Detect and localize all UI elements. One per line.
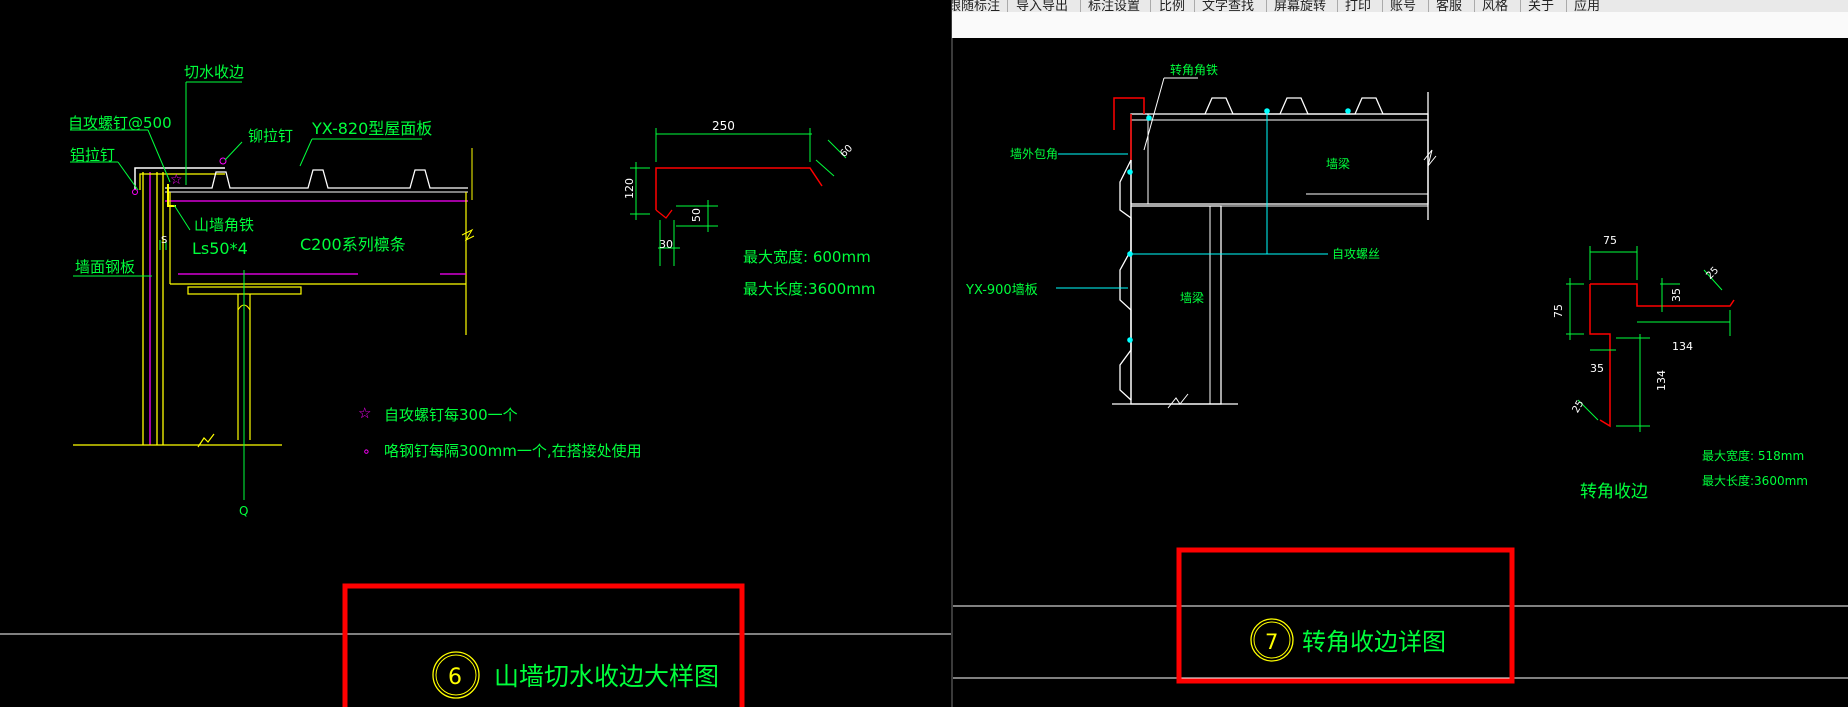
r-profile-dim-2: 75 <box>1552 304 1565 318</box>
r-profile-dim-5: 35 <box>1590 362 1604 375</box>
label-rivet-side: 铝拉钉 <box>70 146 115 164</box>
profile-max-width: 最大宽度: 600mm <box>743 248 871 266</box>
left-detail-drawing: ☆ 切水收边 自攻螺钉@500 铆拉钉 铝拉钉 YX-820型屋面板 山墙角铁 … <box>68 63 875 707</box>
screw-star-mark: ☆ <box>170 172 183 188</box>
legend-star-text: 自攻螺钉每300一个 <box>384 406 518 424</box>
profile-dim-3: 30 <box>659 238 673 251</box>
menu-item-account[interactable]: 账号 <box>1390 0 1417 12</box>
r-profile-max-length: 最大长度:3600mm <box>1702 473 1808 488</box>
label-self-tap-screw: 自攻螺钉@500 <box>68 114 172 132</box>
menu-item-style[interactable]: 风格 <box>1482 0 1509 12</box>
menu-item-follow-dim[interactable]: 跟随标注 <box>952 0 1001 12</box>
menu-item-rotate[interactable]: 屏幕旋转 <box>1274 0 1327 12</box>
title-6-number: 6 <box>448 665 462 690</box>
label-corner-angle: 转角角铁 <box>1170 62 1218 77</box>
menu-item-scale[interactable]: 比例 <box>1159 0 1186 12</box>
label-wall-panel-900: YX-900墙板 <box>965 283 1038 298</box>
label-cut-water-edge: 切水收边 <box>184 63 244 81</box>
legend-star-icon: ☆ <box>358 404 371 422</box>
label-screw: 自攻螺丝 <box>1332 247 1380 261</box>
legend-circle-icon: ∘ <box>362 444 371 460</box>
title-7-text: 转角收边详图 <box>1302 628 1446 656</box>
menu-item-apps[interactable]: 应用 <box>1574 0 1601 12</box>
label-gable-angle: 山墙角铁 <box>194 216 254 234</box>
label-outer-trim: 墙外包角 <box>1010 147 1058 161</box>
label-purlin: C200系列檩条 <box>300 235 406 254</box>
profile-dim-1: 120 <box>623 178 636 199</box>
r-profile-dim-4: 134 <box>1672 340 1693 353</box>
label-roof-panel: YX-820型屋面板 <box>311 119 432 138</box>
r-profile-dim-0: 75 <box>1603 234 1617 247</box>
menu-item-support[interactable]: 客服 <box>1436 0 1463 12</box>
highlight-box-6 <box>342 583 745 707</box>
label-wall-panel: 墙面钢板 <box>75 258 135 276</box>
menu-item-import-export[interactable]: 导入导出 <box>1016 0 1069 12</box>
menu-item-print[interactable]: 打印 <box>1345 0 1372 12</box>
label-beam-top: 墙梁 <box>1326 156 1350 171</box>
r-profile-caption: 转角收边 <box>1580 482 1648 502</box>
title-6-text: 山墙切水收边大样图 <box>494 662 719 691</box>
label-rivet-top: 铆拉钉 <box>248 127 293 145</box>
menu-item-text-search[interactable]: 文字查找 <box>1202 0 1255 12</box>
menu-item-dim-settings[interactable]: 标注设置 <box>1088 0 1141 12</box>
profile-dim-0: 250 <box>712 119 735 133</box>
r-profile-dim-6: 134 <box>1655 370 1668 391</box>
menu-bar: 跟随标注 导入导出 标注设置 比例 文字查找 屏幕旋转 打印 账号 客服 风格 … <box>952 0 1848 12</box>
legend-circle-text: 咯钢钉每隔300mm一个,在搭接处使用 <box>384 442 642 460</box>
title-7-number: 7 <box>1265 630 1278 654</box>
axis-marker: Q <box>239 504 248 518</box>
profile-max-length: 最大长度:3600mm <box>743 280 875 298</box>
label-beam-bottom: 墙梁 <box>1180 290 1204 305</box>
menu-item-about[interactable]: 关于 <box>1528 0 1555 12</box>
r-profile-dim-3: 35 <box>1670 288 1683 302</box>
right-detail-drawing: 转角角铁 墙外包角 墙梁 自攻螺丝 YX-900墙板 墙梁 75 25 75 3… <box>965 62 1808 684</box>
label-angle-spec: Ls50*4 <box>192 239 248 258</box>
right-window-toolbar <box>952 12 1848 38</box>
dim-s: S <box>161 235 167 246</box>
r-profile-max-width: 最大宽度: 518mm <box>1702 448 1804 463</box>
profile-dim-2: 50 <box>690 208 703 222</box>
highlight-box-7 <box>1176 547 1515 684</box>
